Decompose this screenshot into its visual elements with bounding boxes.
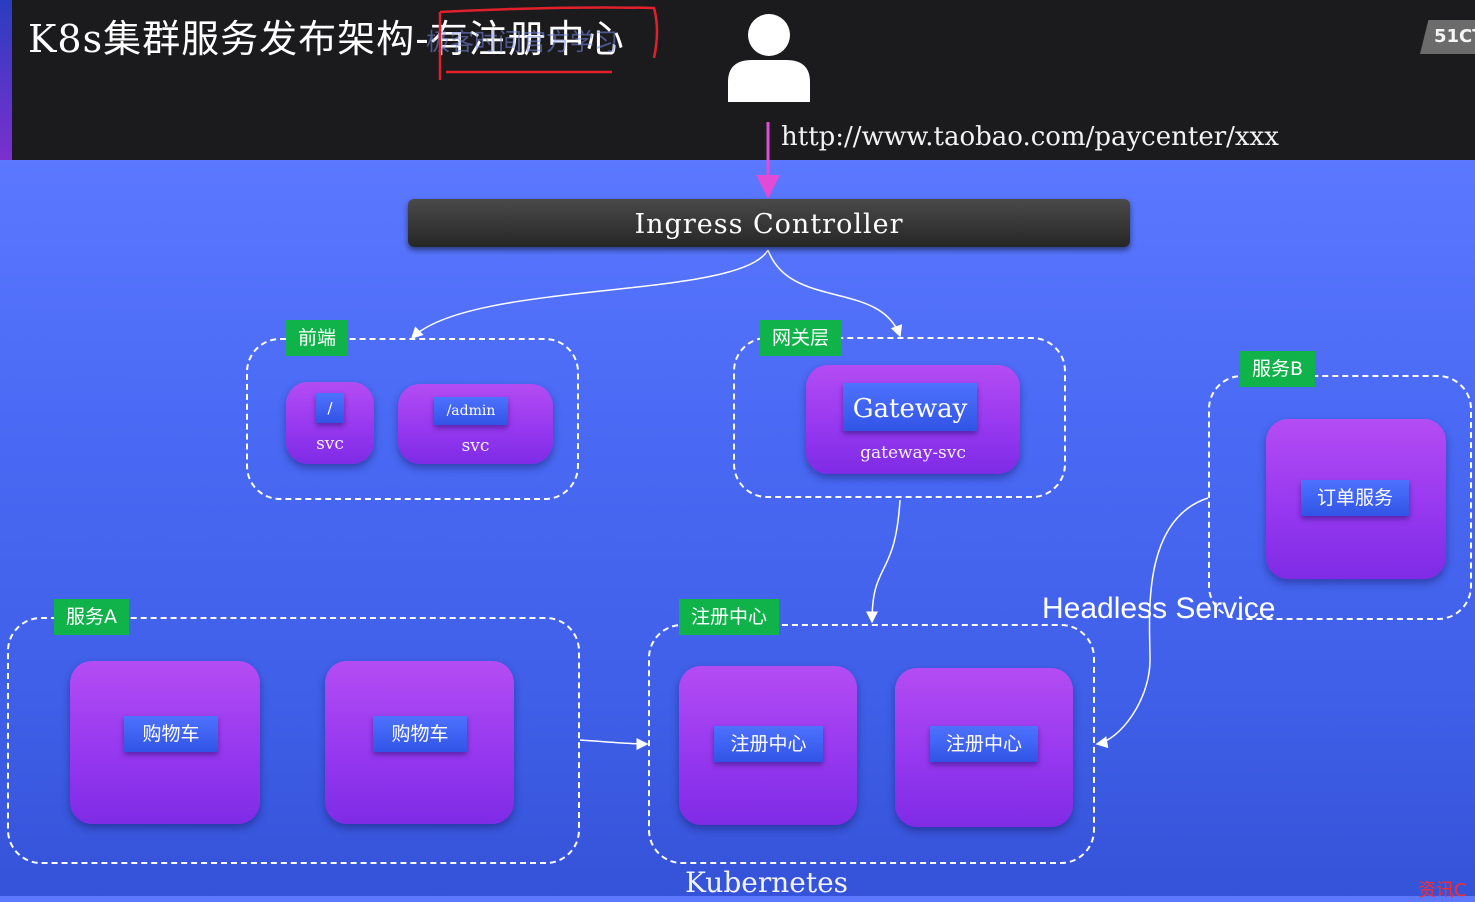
arrow-servicea-registry <box>579 737 649 750</box>
ingress-controller[interactable]: Ingress Controller <box>408 199 1130 247</box>
gateway-group <box>733 337 1066 498</box>
site-badge: 51CT <box>1420 20 1475 54</box>
frontend-root-svc: svc <box>316 434 344 454</box>
servicea-group <box>7 617 580 864</box>
page-title: K8s集群服务发布架构-有注册中心 <box>28 8 625 63</box>
left-accent-strip <box>0 0 12 160</box>
corner-watermark: 资讯C <box>1418 880 1467 901</box>
red-highlight-box <box>438 6 659 80</box>
registry-chip-2: 注册中心 <box>930 726 1038 762</box>
title-cn: 集群服务发布架构-有注册中心 <box>103 17 625 61</box>
top-bar: K8s集群服务发布架构-有注册中心 极客时间官方学习 http://www.ta… <box>0 0 1475 160</box>
registry-chip-1: 注册中心 <box>714 726 823 762</box>
serviceb-tag: 服务B <box>1240 351 1316 387</box>
gateway-tag: 网关层 <box>760 320 842 356</box>
gateway-svc-label: gateway-svc <box>860 443 966 463</box>
request-url: http://www.taobao.com/paycenter/xxx <box>781 122 1279 152</box>
arrow-gateway-registry <box>866 499 901 624</box>
frontend-admin-path: /admin <box>434 397 508 425</box>
order-service-chip: 订单服务 <box>1301 480 1409 516</box>
cart-chip-1: 购物车 <box>124 716 218 752</box>
watermark-text: 极客时间官方学习 <box>426 28 618 56</box>
arrow-ingress-gateway <box>767 249 903 338</box>
frontend-root-path: / <box>316 393 344 423</box>
cart-chip-2: 购物车 <box>373 716 467 752</box>
title-latin: K8s <box>28 17 104 61</box>
gateway-name-chip: Gateway <box>843 383 977 431</box>
servicea-tag: 服务A <box>54 599 129 635</box>
kubernetes-label: Kubernetes <box>685 866 849 899</box>
headless-service-label: Headless Service <box>1042 592 1276 625</box>
registry-tag: 注册中心 <box>679 599 780 635</box>
serviceb-group <box>1208 375 1472 620</box>
frontend-tag: 前端 <box>286 320 349 356</box>
user-icon <box>728 14 810 102</box>
registry-group <box>648 624 1095 864</box>
frontend-admin-svc: svc <box>461 436 490 456</box>
arrow-serviceb-registry <box>1095 497 1209 749</box>
arrow-ingress-frontend <box>410 249 769 340</box>
frontend-group <box>246 338 579 500</box>
